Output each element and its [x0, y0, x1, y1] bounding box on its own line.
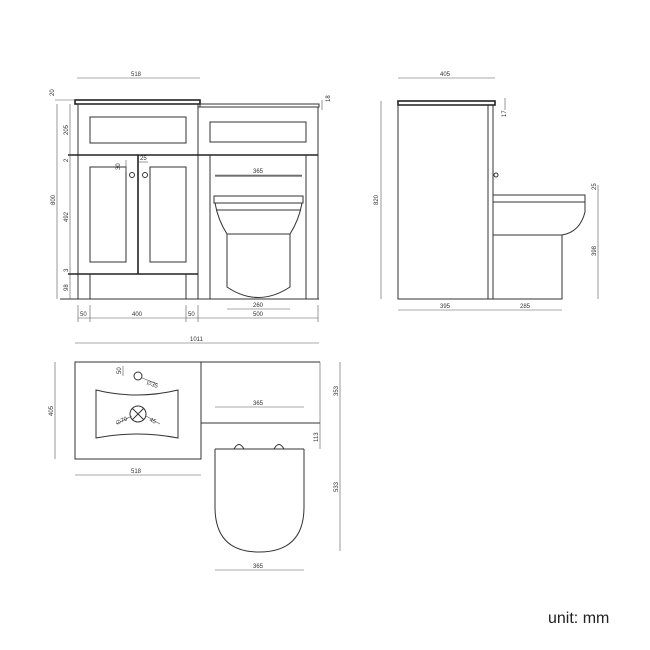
dim-label: 820 [374, 194, 380, 205]
plan-view: 50 ∅35 ∅70 45 1011 405 518 365 353 533 1… [49, 337, 341, 571]
door-panel [89, 166, 127, 263]
tap-hole-icon [133, 371, 143, 381]
dim-label: 405 [49, 405, 55, 416]
toilet-plan [214, 444, 305, 553]
dim-label: 395 [440, 304, 451, 310]
dim-label: 518 [131, 469, 142, 475]
dim-label: 50 [188, 312, 195, 318]
dim-label: 113 [314, 432, 320, 442]
dim-label: 2 [64, 158, 70, 162]
basin-top [74, 99, 201, 105]
dim-label: 500 [253, 312, 264, 318]
front-view: 518 20 18 800 205 2 492 3 98 30 25 365 2… [50, 72, 332, 322]
dim-label: 30 [116, 163, 122, 170]
side-view: 405 17 820 25 398 395 285 [374, 72, 599, 311]
knob-icon [142, 172, 148, 178]
knob-icon [129, 172, 135, 178]
dim-label: 800 [51, 194, 57, 205]
dim-label: 365 [253, 401, 264, 407]
dim-label: 20 [50, 89, 56, 96]
dim-label: 98 [64, 284, 70, 291]
dim-label: 405 [440, 72, 451, 78]
dim-label: 18 [326, 95, 332, 102]
dim-label: 400 [132, 312, 143, 318]
dim-label: 365 [253, 169, 264, 175]
dim-label: 365 [253, 564, 264, 570]
waste-icon [129, 405, 147, 423]
door-panel [149, 166, 187, 263]
dim-label: ∅70 [115, 415, 129, 427]
dim-label: 50 [117, 367, 123, 374]
knob-icon [493, 172, 499, 178]
dim-label: 492 [64, 211, 70, 222]
dim-label: 1011 [190, 337, 204, 343]
dim-label: 50 [80, 312, 87, 318]
dim-label: 3 [64, 268, 70, 272]
drawer-panel [89, 116, 187, 144]
sink-bowl [95, 389, 179, 439]
dim-label: 518 [131, 72, 142, 78]
toilet-side [492, 194, 586, 300]
dim-label: 25 [140, 156, 147, 162]
drawer-panel [209, 121, 307, 143]
dim-label: 353 [334, 385, 340, 396]
cabinet-side [397, 104, 489, 300]
dim-label: 398 [592, 245, 598, 256]
dim-label: 45 [148, 417, 157, 426]
counter-top [397, 100, 496, 106]
dim-label: ∅35 [145, 379, 159, 390]
dim-label: 533 [334, 481, 340, 492]
dim-label: 17 [502, 110, 508, 117]
unit-label: unit: mm [548, 610, 609, 627]
dim-label: 205 [64, 124, 70, 135]
basin-plan [74, 361, 202, 460]
dim-label: 260 [253, 303, 264, 309]
toilet-front [213, 175, 304, 298]
dim-label: 25 [592, 183, 598, 190]
dim-label: 285 [520, 304, 531, 310]
